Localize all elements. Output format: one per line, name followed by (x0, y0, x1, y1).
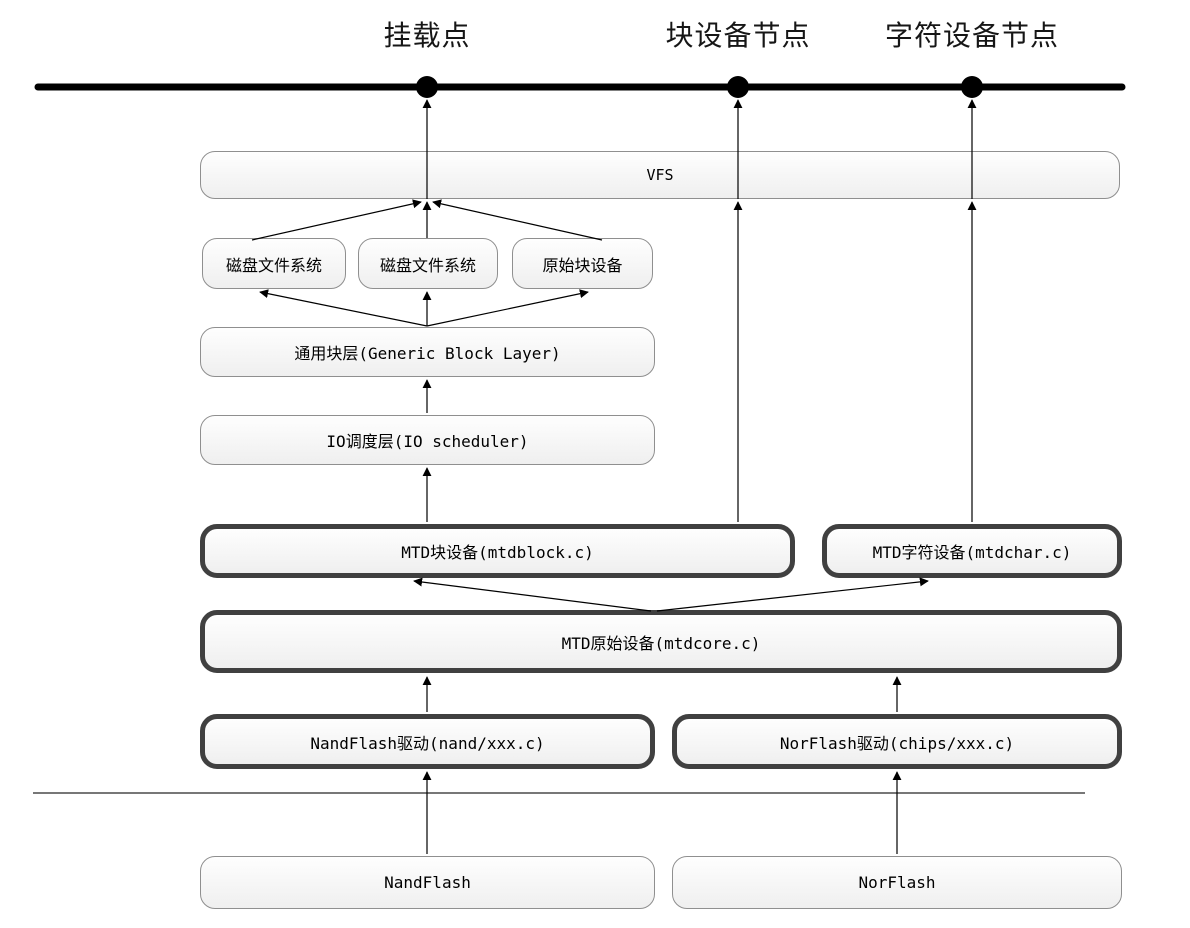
box-nor-flash-driver: NorFlash驱动(chips/xxx.c) (672, 714, 1122, 769)
box-nor-flash: NorFlash (672, 856, 1122, 909)
connector-diskfs1-to-vfs (251, 199, 422, 241)
box-io-scheduler: IO调度层(IO scheduler) (200, 415, 655, 465)
label-char-device-node: 字符设备节点 (884, 19, 1060, 52)
connector-gbl-to-diskfs1 (259, 289, 428, 327)
connector-mtdcore-to-mtdchar (656, 577, 929, 612)
box-disk-filesystem-1: 磁盘文件系统 (202, 238, 346, 289)
box-mtd-block-device: MTD块设备(mtdblock.c) (200, 524, 795, 578)
label-mount-point: 挂载点 (383, 19, 471, 52)
connector-gbl-to-rawblk (426, 289, 589, 327)
box-raw-block-device: 原始块设备 (512, 238, 653, 289)
box-mtd-raw-device: MTD原始设备(mtdcore.c) (200, 610, 1122, 673)
box-nand-flash: NandFlash (200, 856, 655, 909)
bus-node-dot-block-device (727, 76, 749, 98)
box-generic-block-layer: 通用块层(Generic Block Layer) (200, 327, 655, 377)
bus-node-dot-char-device (961, 76, 983, 98)
connector-mtdcore-to-mtdblock (413, 577, 652, 612)
label-block-device-node: 块设备节点 (665, 19, 811, 52)
box-vfs: VFS (200, 151, 1120, 199)
box-disk-filesystem-2: 磁盘文件系统 (358, 238, 498, 289)
box-mtd-char-device: MTD字符设备(mtdchar.c) (822, 524, 1122, 578)
box-nand-flash-driver: NandFlash驱动(nand/xxx.c) (200, 714, 655, 769)
connector-rawblk-to-vfs (432, 199, 603, 241)
bus-node-dot-mount-point (416, 76, 438, 98)
